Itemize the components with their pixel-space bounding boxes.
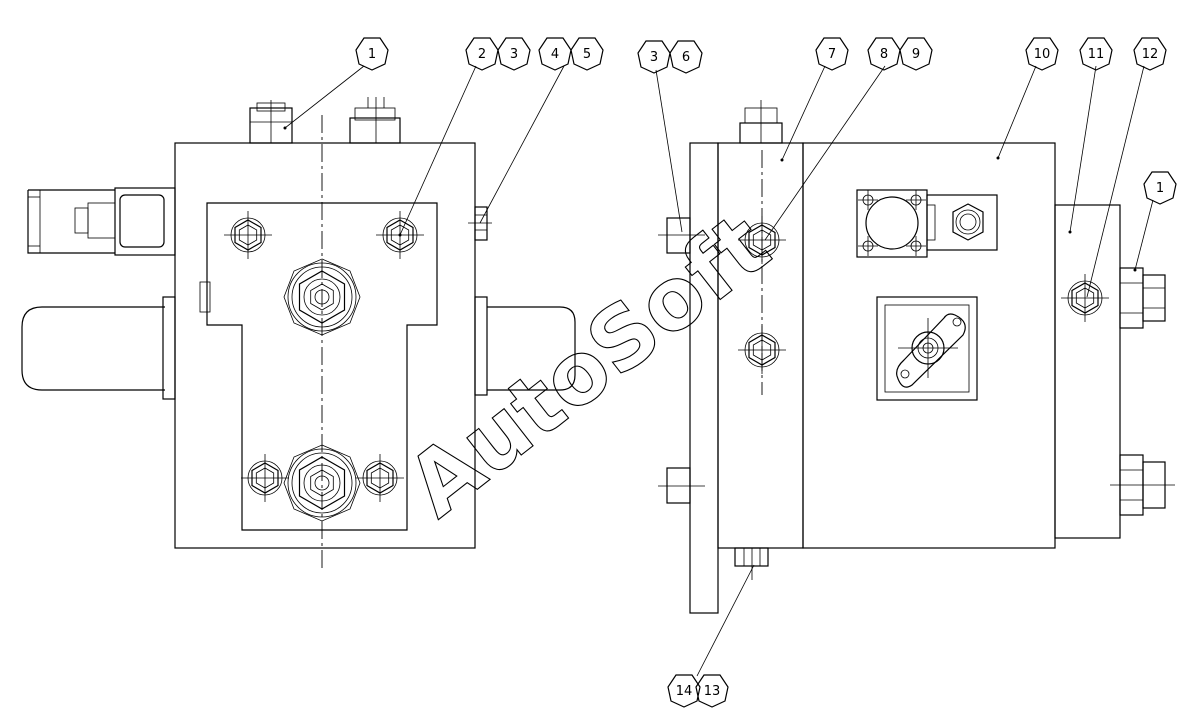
callout-label: 5 xyxy=(583,47,591,62)
main-block xyxy=(802,142,1056,549)
callout-11: 11 xyxy=(1079,37,1113,71)
callout-10: 10 xyxy=(1025,37,1059,71)
left-view xyxy=(21,97,576,570)
right-view xyxy=(658,100,1175,614)
left-side-fitting xyxy=(468,206,492,241)
callout-label: 7 xyxy=(828,47,836,62)
callout-4: 4 xyxy=(538,37,572,71)
callout-label: 8 xyxy=(880,47,888,62)
right-top-bolt xyxy=(739,100,783,144)
callout-8: 8 xyxy=(867,37,901,71)
callout-label: 9 xyxy=(912,47,920,62)
left-motor xyxy=(21,281,211,400)
callout-label: 2 xyxy=(478,47,486,62)
leader-lines xyxy=(283,65,1154,677)
callout-label: 6 xyxy=(682,50,690,65)
callout-label: 13 xyxy=(704,684,721,699)
side-bolt-lower xyxy=(658,467,705,504)
callout-1-top-left: 1 xyxy=(355,37,389,71)
callout-label: 11 xyxy=(1088,47,1105,62)
side-lower-fitting xyxy=(1110,454,1175,516)
flange-panel xyxy=(876,296,978,401)
callout-2: 2 xyxy=(465,37,499,71)
callout-7: 7 xyxy=(815,37,849,71)
left-top-plug xyxy=(349,97,401,144)
callout-label: 12 xyxy=(1142,47,1159,62)
callout-label: 14 xyxy=(676,684,693,699)
callout-label: 3 xyxy=(510,47,518,62)
right-bottom-bolt xyxy=(734,547,769,580)
left-top-bolt xyxy=(249,100,293,144)
watermark: AutoSoft xyxy=(389,195,787,537)
callout-3-left: 3 xyxy=(497,37,531,71)
callout-13: 13 xyxy=(695,674,729,708)
callout-label: 4 xyxy=(551,47,559,62)
callout-6: 6 xyxy=(669,40,703,74)
left-inner-plate xyxy=(206,202,438,531)
callout-12: 12 xyxy=(1133,37,1167,71)
side-block xyxy=(1054,204,1121,539)
callout-label: 1 xyxy=(368,47,376,62)
side-bolt-upper xyxy=(658,217,705,254)
right-stub xyxy=(474,296,576,396)
solenoid-connector xyxy=(27,187,176,256)
callout-14: 14 xyxy=(667,674,701,708)
callout-5: 5 xyxy=(570,37,604,71)
callout-label: 3 xyxy=(650,50,658,65)
callout-3-right: 3 xyxy=(637,40,671,74)
side-upper-fitting xyxy=(1119,267,1166,329)
callout-1-right: 1 xyxy=(1143,171,1177,205)
solenoid-valve xyxy=(856,189,998,258)
callout-9: 9 xyxy=(899,37,933,71)
callout-label: 10 xyxy=(1034,47,1051,62)
callout-label: 1 xyxy=(1156,181,1164,196)
